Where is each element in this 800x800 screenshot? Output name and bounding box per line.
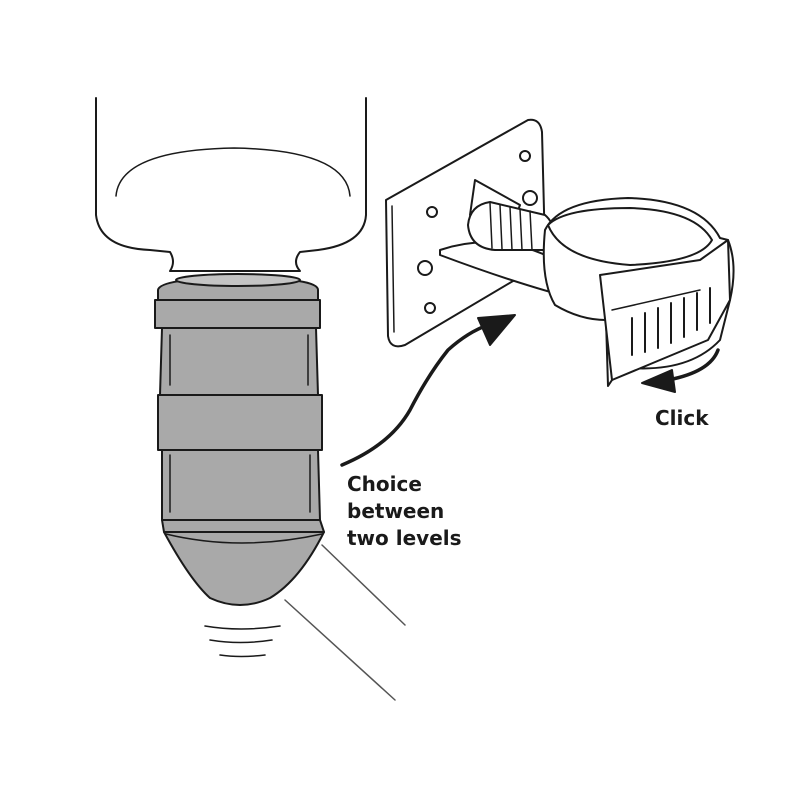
wall-bracket-clamp-icon bbox=[385, 118, 735, 387]
rotate-arrow-icon bbox=[641, 348, 720, 393]
water-bottle-icon bbox=[95, 97, 367, 272]
choice-line-3: two levels bbox=[347, 526, 462, 550]
choice-annotation: Choice between two levels bbox=[347, 471, 462, 552]
drinker-nozzle-icon bbox=[154, 273, 406, 701]
choice-line-2: between bbox=[347, 499, 445, 523]
click-annotation: Click bbox=[655, 406, 709, 430]
choice-line-1: Choice bbox=[347, 472, 422, 496]
curved-arrow-icon bbox=[340, 314, 516, 467]
